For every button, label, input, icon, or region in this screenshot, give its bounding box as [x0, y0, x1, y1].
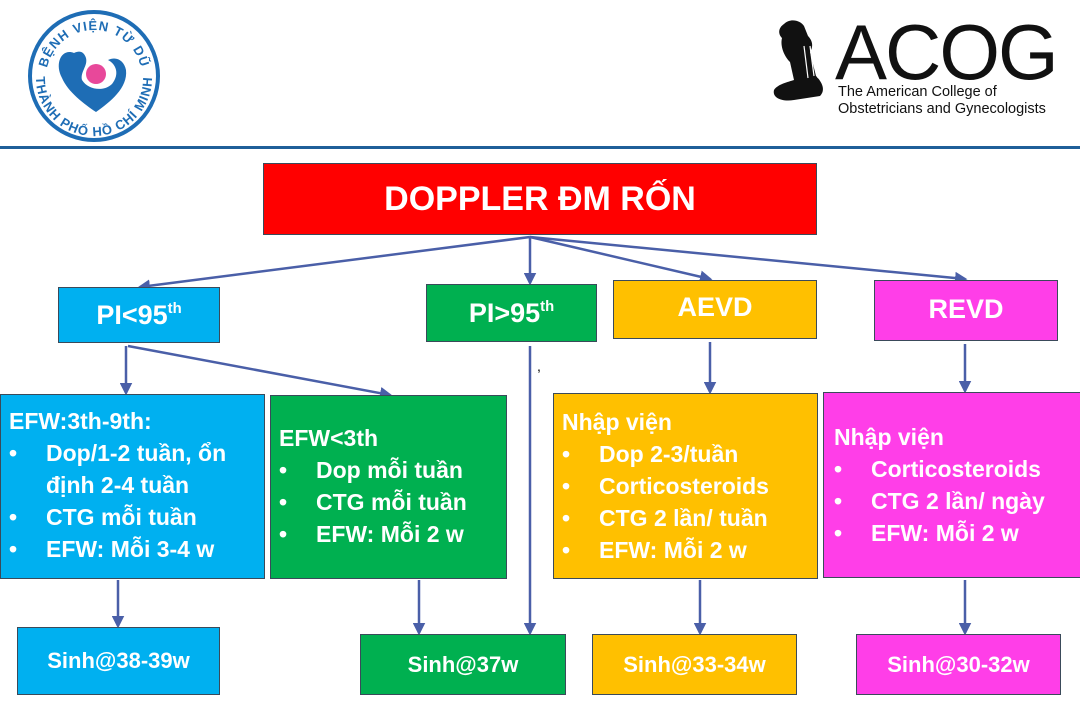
node-pi-lt-95: PI<95th — [58, 287, 220, 343]
outcome-sinh-30-32w: Sinh@30-32w — [856, 634, 1061, 695]
hospital-logo-icon: BỆNH VIỆN TỪ DŨ THÀNH PHỐ HỒ CHÍ MINH — [28, 10, 160, 142]
node-revd-label: REVD — [928, 294, 1004, 324]
list-item: EFW: Mỗi 3-4 w — [9, 533, 256, 565]
stray-comma: , — [537, 358, 541, 374]
outcome-label: Sinh@33-34w — [623, 651, 766, 677]
outcome-label: Sinh@30-32w — [887, 651, 1030, 677]
acog-logo: ACOG The American College of Obstetricia… — [760, 10, 1060, 130]
node-efw-3-9: EFW:3th-9th: Dop/1-2 tuần, ổn định 2-4 t… — [0, 394, 265, 579]
node-efw-3-9-heading: EFW:3th-9th: — [9, 408, 152, 434]
node-pi-lt-95-label: PI<95th — [96, 299, 182, 330]
list-item: Dop mỗi tuần — [279, 454, 498, 486]
list-item: Dop/1-2 tuần, ổn định 2-4 tuần — [9, 437, 256, 501]
node-revd-management: Nhập viện Corticosteroids CTG 2 lần/ ngà… — [823, 392, 1080, 578]
acog-subtitle-line1: The American College of — [838, 84, 997, 100]
node-revd-management-heading: Nhập viện — [834, 424, 944, 450]
acog-figure-icon — [773, 20, 823, 101]
list-item: EFW: Mỗi 2 w — [279, 518, 498, 550]
list-item: CTG mỗi tuần — [9, 501, 256, 533]
node-aevd: AEVD — [613, 280, 817, 339]
node-pi-gt-95: PI>95th — [426, 284, 597, 342]
list-item: CTG 2 lần/ tuần — [562, 502, 809, 534]
arrow-pi-lt-to-efw-lt3 — [127, 344, 393, 400]
node-efw-lt-3-heading: EFW<3th — [279, 425, 379, 451]
outcome-label: Sinh@37w — [407, 651, 519, 677]
node-aevd-management: Nhập viện Dop 2-3/tuần Corticosteroids C… — [553, 393, 818, 579]
node-aevd-management-heading: Nhập viện — [562, 409, 672, 435]
acog-title: ACOG — [835, 8, 1059, 96]
acog-subtitle: The American College of Obstetricians an… — [838, 84, 1046, 118]
list-item: EFW: Mỗi 2 w — [834, 517, 1074, 549]
outcome-sinh-38-39w: Sinh@38-39w — [17, 627, 220, 695]
outcome-label: Sinh@38-39w — [47, 648, 190, 673]
header-divider — [0, 146, 1080, 149]
list-item: CTG 2 lần/ ngày — [834, 485, 1074, 517]
arrow-root-to-pi-lt — [137, 235, 531, 292]
list-item: Dop 2-3/tuần — [562, 438, 809, 470]
node-efw-lt-3-list: Dop mỗi tuần CTG mỗi tuần EFW: Mỗi 2 w — [279, 454, 498, 550]
outcome-sinh-33-34w: Sinh@33-34w — [592, 634, 797, 695]
list-item: Corticosteroids — [562, 470, 809, 502]
node-efw-3-9-list: Dop/1-2 tuần, ổn định 2-4 tuần CTG mỗi t… — [9, 437, 256, 565]
node-revd-management-list: Corticosteroids CTG 2 lần/ ngày EFW: Mỗi… — [834, 453, 1074, 549]
arrow-root-to-aevd — [529, 235, 713, 283]
node-efw-lt-3: EFW<3th Dop mỗi tuần CTG mỗi tuần EFW: M… — [270, 395, 507, 579]
node-aevd-label: AEVD — [677, 292, 753, 322]
hospital-logo: BỆNH VIỆN TỪ DŨ THÀNH PHỐ HỒ CHÍ MINH — [24, 8, 164, 144]
node-pi-gt-95-label: PI>95th — [468, 297, 555, 328]
root-node-label: DOPPLER ĐM RỐN — [384, 179, 696, 218]
arrow-root-to-revd — [529, 235, 968, 285]
list-item: CTG mỗi tuần — [279, 486, 498, 518]
root-node-doppler: DOPPLER ĐM RỐN — [263, 163, 817, 235]
outcome-sinh-37w: Sinh@37w — [360, 634, 566, 695]
acog-subtitle-line2: Obstetricians and Gynecologists — [838, 101, 1046, 117]
node-revd: REVD — [874, 280, 1058, 341]
node-aevd-management-list: Dop 2-3/tuần Corticosteroids CTG 2 lần/ … — [562, 438, 809, 566]
list-item: EFW: Mỗi 2 w — [562, 534, 809, 566]
list-item: Corticosteroids — [834, 453, 1074, 485]
